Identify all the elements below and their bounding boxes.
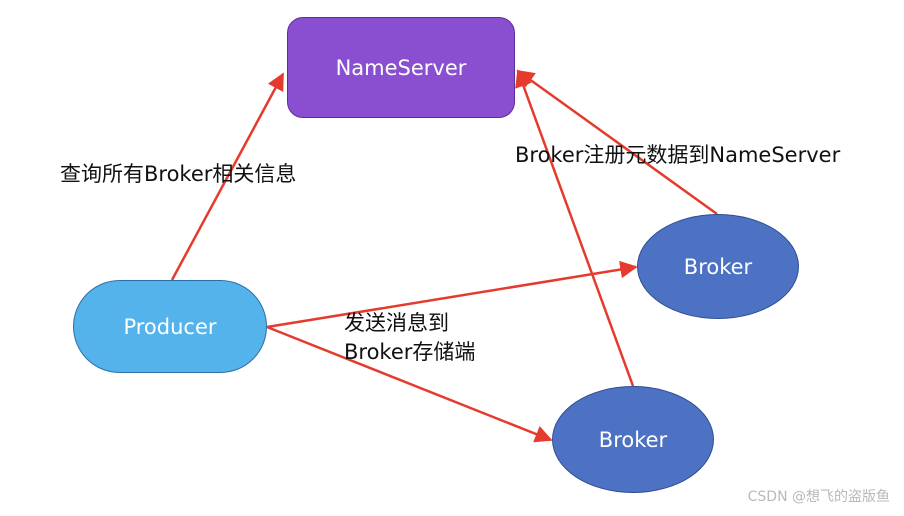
watermark: CSDN @想飞的盗版鱼 bbox=[747, 489, 890, 505]
nameserver-node: NameServer bbox=[287, 17, 515, 118]
arrow-producer-to-nameserver bbox=[170, 72, 285, 281]
broker-node-bottom: Broker bbox=[552, 386, 714, 493]
broker-bottom-label: Broker bbox=[598, 427, 668, 452]
send-label-line2: Broker存储端 bbox=[344, 340, 476, 364]
send-label-line1: 发送消息到 bbox=[344, 311, 449, 335]
broker-node-top: Broker bbox=[637, 214, 799, 319]
arrow-broker-top-to-nameserver bbox=[516, 69, 718, 216]
broker-top-label: Broker bbox=[683, 254, 753, 279]
producer-node: Producer bbox=[73, 280, 267, 373]
register-label: Broker注册元数据到NameServer bbox=[515, 143, 841, 167]
query-label: 查询所有Broker相关信息 bbox=[60, 162, 297, 186]
producer-label: Producer bbox=[123, 314, 217, 339]
arrow-producer-to-broker-bottom bbox=[266, 325, 553, 443]
arrow-broker-bottom-to-nameserver bbox=[515, 69, 635, 387]
nameserver-label: NameServer bbox=[335, 55, 467, 80]
send-message-label: 发送消息到 Broker存储端 bbox=[344, 309, 475, 367]
arrow-producer-to-broker-top bbox=[266, 260, 638, 329]
